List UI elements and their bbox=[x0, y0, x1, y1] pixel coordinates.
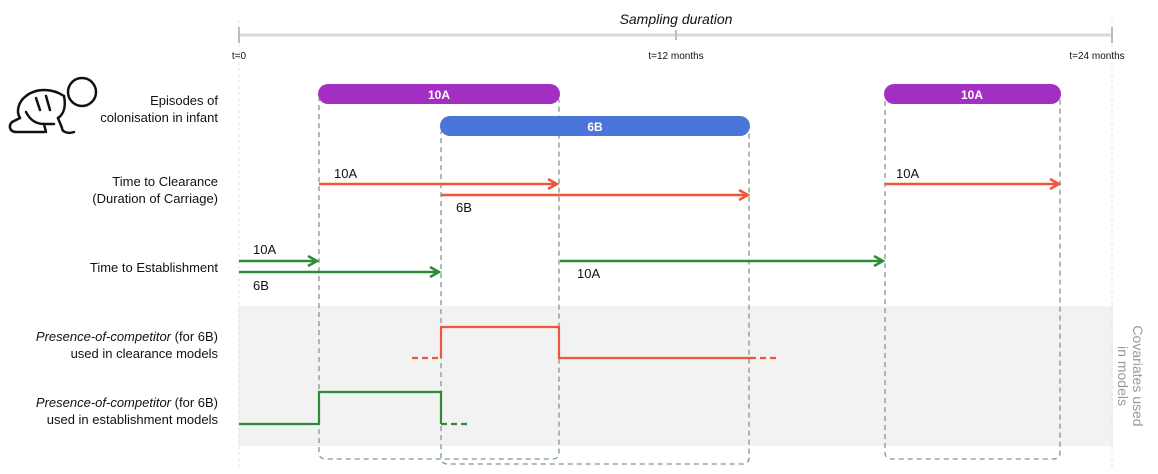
episode-bar-10A-second bbox=[884, 84, 1061, 104]
sampling-duration-title: Sampling duration bbox=[620, 11, 733, 27]
competitor-establishment-suffix: (for 6B) bbox=[171, 395, 218, 410]
tick-label-t12: t=12 months bbox=[648, 51, 703, 62]
row-label-clearance-line2: (Duration of Carriage) bbox=[92, 191, 218, 206]
episode-label-6B: 6B bbox=[587, 120, 603, 134]
row-label-clearance-line1: Time to Clearance bbox=[112, 174, 218, 189]
side-label-line2: in models bbox=[1115, 346, 1131, 406]
establishment-label-6B: 6B bbox=[253, 278, 269, 293]
clearance-label-6B: 6B bbox=[456, 200, 472, 215]
row-label-clearance: Time to Clearance (Duration of Carriage) bbox=[92, 173, 218, 207]
competitor-clearance-step bbox=[412, 325, 778, 360]
crawling-infant-icon bbox=[8, 76, 98, 135]
competitor-establishment-step bbox=[239, 390, 468, 426]
episode-box-10A-first bbox=[318, 94, 560, 460]
row-label-episodes-line1: Episodes of bbox=[150, 93, 218, 108]
row-label-episodes: Episodes of colonisation in infant bbox=[100, 92, 218, 126]
establishment-label-10A-second: 10A bbox=[577, 266, 600, 281]
row-label-competitor-clearance: Presence-of-competitor (for 6B) used in … bbox=[36, 328, 218, 362]
episode-label-10A-first: 10A bbox=[428, 88, 450, 102]
side-label-group: Covariates used in models bbox=[1115, 325, 1146, 426]
clearance-label-10A-first: 10A bbox=[334, 166, 357, 181]
episode-label-10A-second: 10A bbox=[961, 88, 983, 102]
episode-bar-10A-first bbox=[318, 84, 560, 104]
tick-label-t0: t=0 bbox=[232, 51, 247, 62]
row-label-competitor-clearance-line2: used in clearance models bbox=[70, 346, 218, 361]
tick-label-t24: t=24 months bbox=[1069, 51, 1124, 62]
row-label-competitor-clearance-line1: Presence-of-competitor (for 6B) bbox=[36, 328, 218, 345]
clearance-arrow-6B bbox=[441, 188, 751, 202]
competitor-establishment-italic: Presence-of-competitor bbox=[35, 395, 172, 410]
row-label-establishment-line1: Time to Establishment bbox=[89, 260, 218, 275]
episode-bar-6B bbox=[440, 116, 750, 136]
row-label-competitor-establishment-line2: used in establishment models bbox=[46, 412, 218, 427]
establishment-arrow-10A-first bbox=[239, 254, 320, 268]
competitor-clearance-italic: Presence-of-competitor bbox=[35, 329, 172, 344]
row-label-competitor-establishment-line1: Presence-of-competitor (for 6B) bbox=[36, 394, 218, 411]
row-label-episodes-line2: colonisation in infant bbox=[100, 110, 218, 125]
side-label-line1: Covariates used bbox=[1130, 325, 1146, 426]
row-label-competitor-establishment: Presence-of-competitor (for 6B) used in … bbox=[36, 394, 218, 428]
establishment-label-10A-first: 10A bbox=[253, 242, 276, 257]
establishment-arrow-6B bbox=[239, 265, 442, 279]
competitor-clearance-suffix: (for 6B) bbox=[171, 329, 218, 344]
clearance-label-10A-second: 10A bbox=[896, 166, 919, 181]
clearance-arrow-10A-second bbox=[885, 177, 1062, 191]
covariate-band bbox=[238, 306, 1113, 446]
establishment-arrow-10A-second bbox=[560, 254, 886, 268]
row-label-establishment: Time to Establishment bbox=[90, 259, 218, 276]
clearance-arrow-10A-first bbox=[319, 177, 560, 191]
